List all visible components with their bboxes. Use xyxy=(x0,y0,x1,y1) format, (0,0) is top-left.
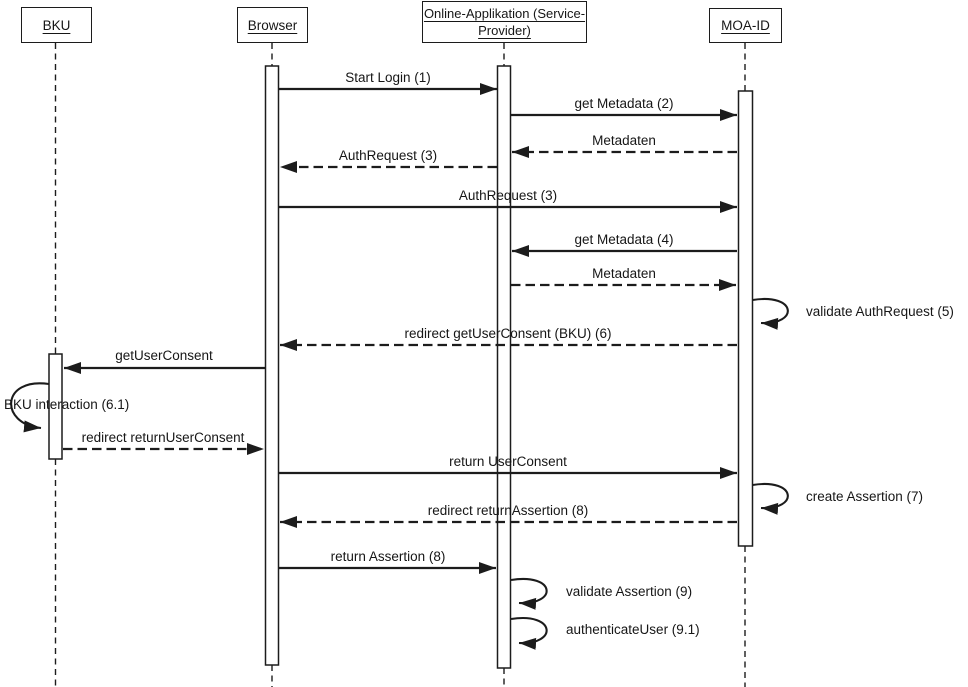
message-label-authrequest-browser: AuthRequest (3) xyxy=(338,148,438,163)
self-loop-authenticateuser xyxy=(510,616,548,650)
message-label-return-assertion: return Assertion (8) xyxy=(330,549,446,564)
actor-box-browser: Browser xyxy=(237,7,308,43)
message-label-start-login: Start Login (1) xyxy=(345,70,431,85)
message-label-authrequest-moaid: AuthRequest (3) xyxy=(458,188,558,203)
actor-label-moa-id: MOA-ID xyxy=(721,18,770,33)
actor-box-service-provider: Online-Applikation (Service- Provider) xyxy=(422,1,587,43)
actor-label-service-provider-line2: Provider) xyxy=(478,23,531,38)
message-label-redirect-getuserconsent: redirect getUserConsent (BKU) (6) xyxy=(404,326,612,341)
self-loop-validate-assertion xyxy=(510,577,548,610)
message-label-metadaten-2: Metadaten xyxy=(592,133,656,148)
message-label-bku-interaction: BKU interaction (6.1) xyxy=(4,397,130,412)
message-label-redirect-returnuserconsent: redirect returnUserConsent xyxy=(81,430,245,445)
activation-bar-bku xyxy=(48,353,63,460)
activation-bar-service-provider xyxy=(496,65,512,669)
message-label-redirect-returnassertion: redirect returnAssertion (8) xyxy=(427,503,589,518)
self-loop-validate-authrequest xyxy=(752,297,789,330)
message-label-get-metadata-4: get Metadata (4) xyxy=(574,232,674,247)
message-label-authenticateuser: authenticateUser (9.1) xyxy=(566,622,700,637)
actor-label-service-provider-line1: Online-Applikation (Service- xyxy=(423,6,586,21)
self-loop-bku-interaction xyxy=(10,382,50,433)
message-label-metadaten-4: Metadaten xyxy=(592,266,656,281)
message-label-getuserconsent: getUserConsent xyxy=(115,348,213,363)
actor-box-bku: BKU xyxy=(21,7,92,43)
actor-label-bku: BKU xyxy=(42,17,71,33)
activation-bar-moa-id xyxy=(737,90,754,547)
message-label-create-assertion: create Assertion (7) xyxy=(806,489,924,504)
message-label-return-userconsent: return UserConsent xyxy=(449,454,567,469)
message-label-validate-authrequest: validate AuthRequest (5) xyxy=(806,304,954,319)
actor-box-moa-id: MOA-ID xyxy=(709,8,782,43)
activation-bar-browser xyxy=(264,65,280,666)
message-label-get-metadata-2: get Metadata (2) xyxy=(574,96,674,111)
message-label-validate-assertion: validate Assertion (9) xyxy=(566,584,693,599)
self-loop-create-assertion xyxy=(752,482,789,515)
actor-label-browser: Browser xyxy=(247,17,298,33)
